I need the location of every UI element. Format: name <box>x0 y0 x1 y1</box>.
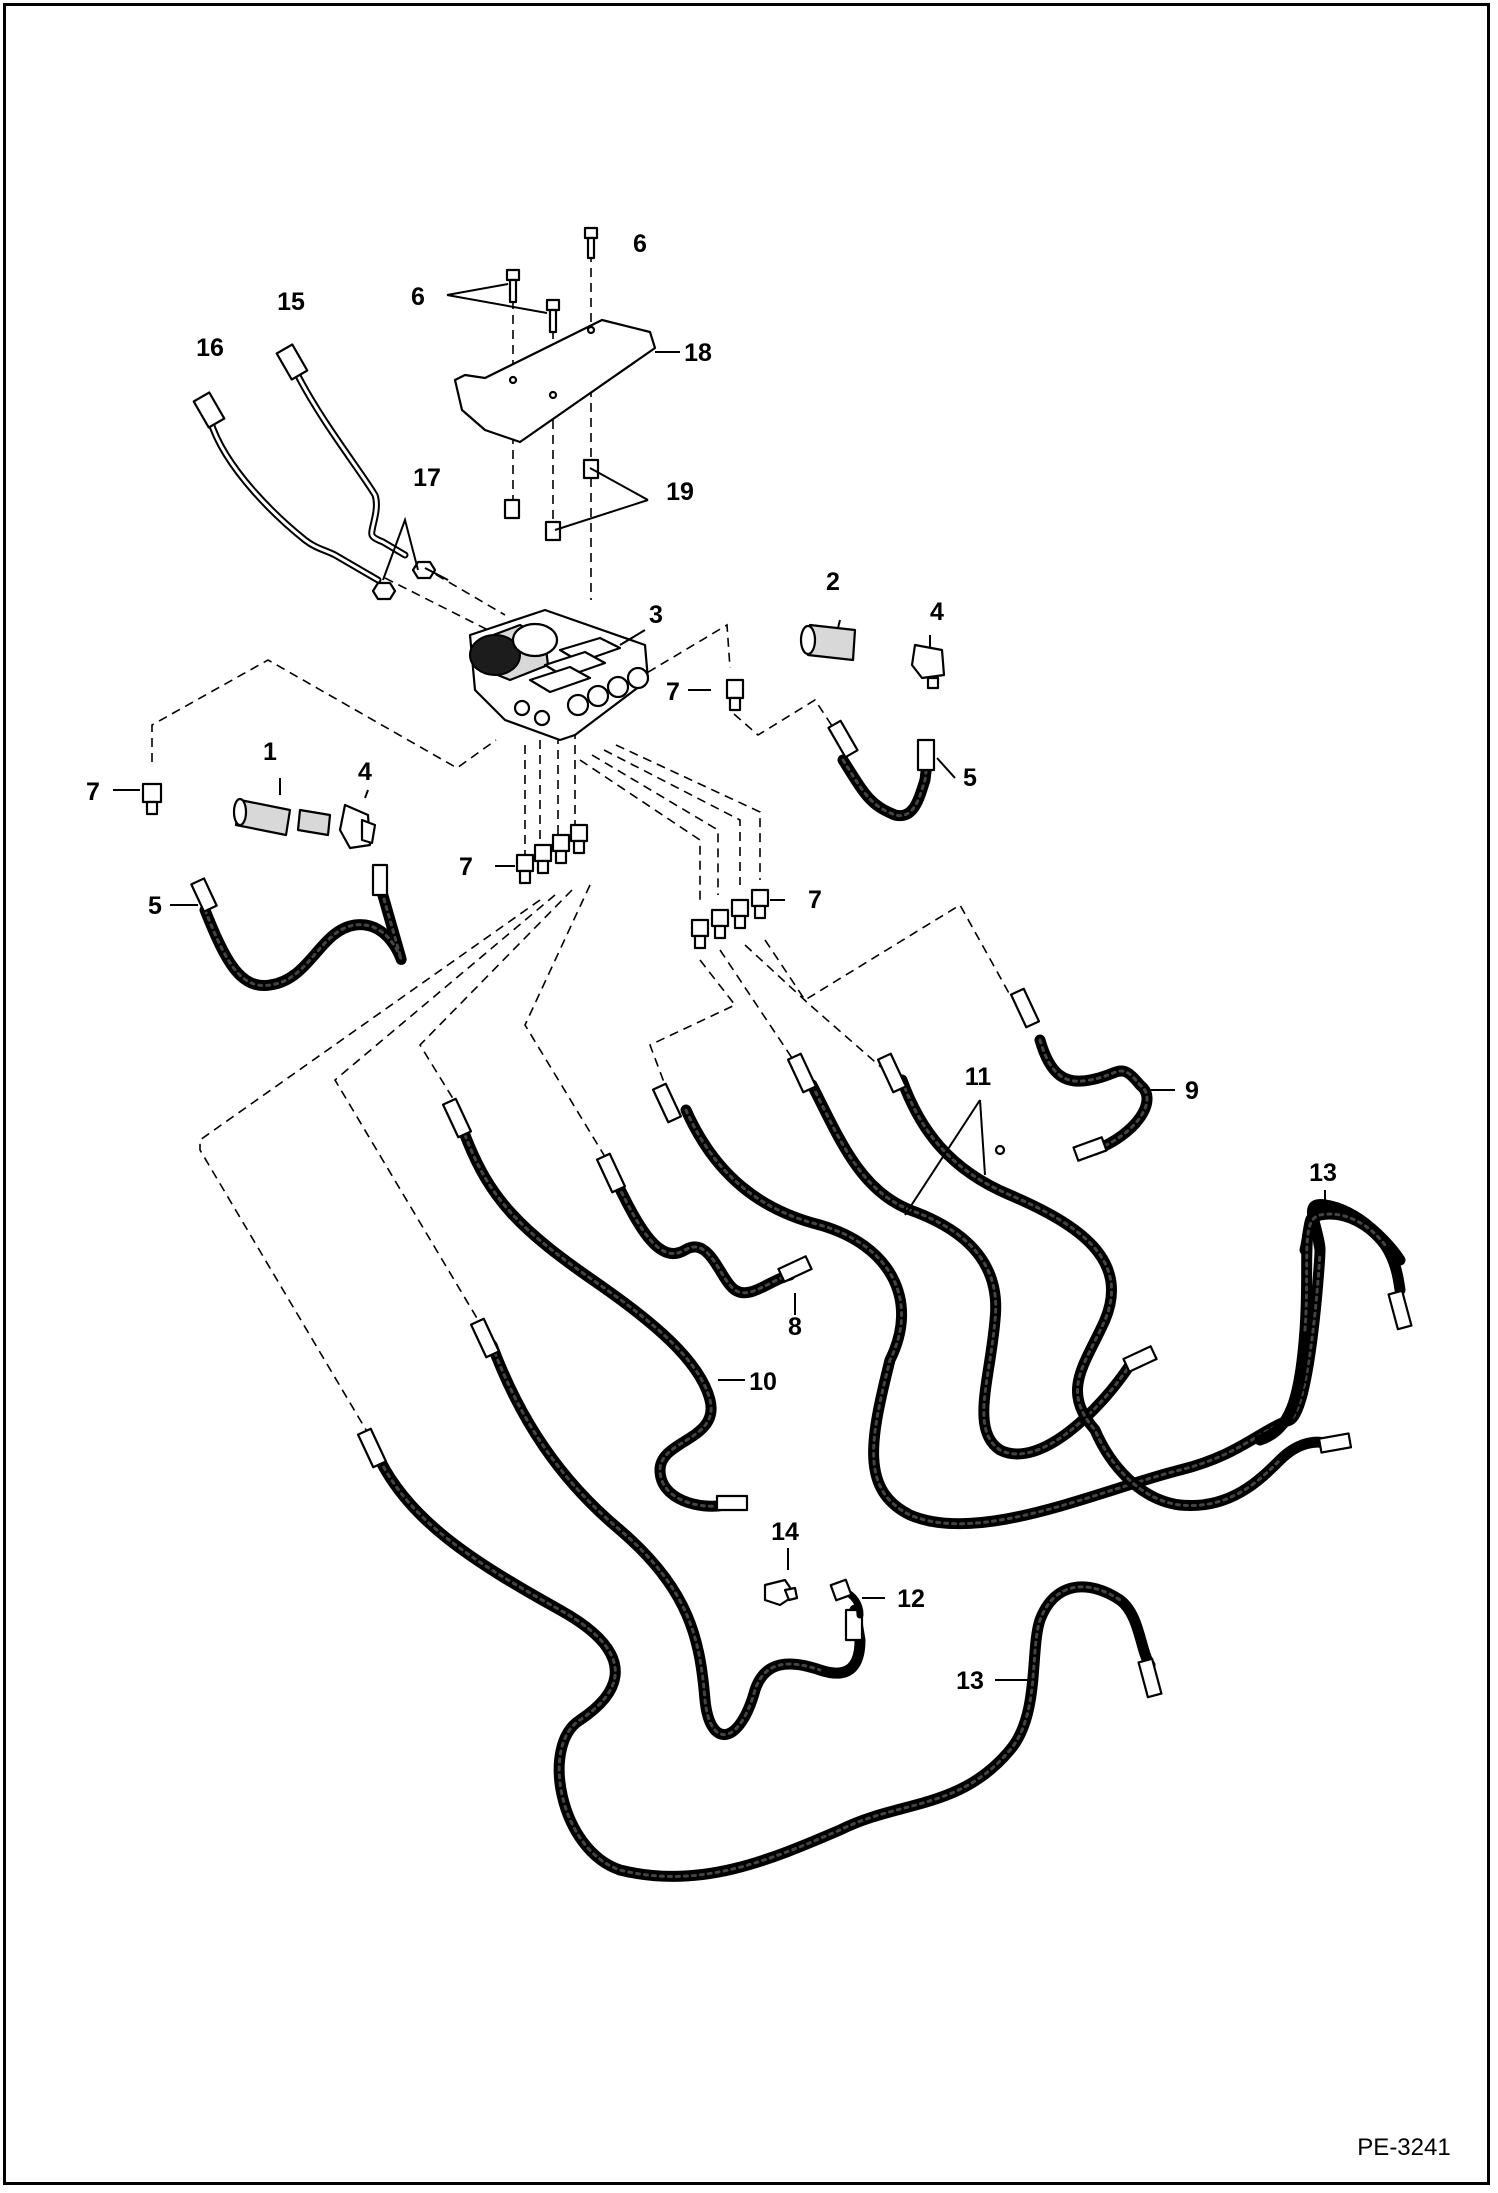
callout-1: 1 <box>263 738 277 766</box>
callout-11: 11 <box>965 1063 992 1091</box>
callout-13-bottom: 13 <box>956 1667 984 1695</box>
callout-10: 10 <box>749 1368 777 1396</box>
callout-8: 8 <box>788 1313 802 1341</box>
callout-17: 17 <box>413 464 441 492</box>
hose-assemblies <box>199 749 1406 1882</box>
drawing-border <box>3 3 1490 2185</box>
callout-5-right: 5 <box>963 764 977 792</box>
callout-7-lower-left: 7 <box>459 853 473 881</box>
callout-13-right: 13 <box>1309 1159 1337 1187</box>
assembly-dash-lines <box>151 253 1011 1446</box>
callout-7-left: 7 <box>86 778 100 806</box>
drawing-code: PE-3241 <box>1357 2134 1450 2161</box>
callout-6-pair: 6 <box>411 283 425 311</box>
callout-19: 19 <box>666 478 694 506</box>
callout-labels: 1 2 3 4 4 5 5 6 6 7 7 7 7 8 9 10 11 12 1… <box>86 230 1451 2161</box>
steel-tubes <box>192 343 409 584</box>
callout-3: 3 <box>649 601 663 629</box>
callout-4-right: 4 <box>930 598 944 626</box>
callout-9: 9 <box>1185 1077 1199 1105</box>
callout-12: 12 <box>897 1585 925 1613</box>
callout-16: 16 <box>196 334 224 362</box>
callout-leaders <box>113 283 1326 1681</box>
callout-6-top: 6 <box>633 230 647 258</box>
callout-7-right-upper: 7 <box>666 678 680 706</box>
elbow-and-tube-12-14 <box>763 1578 864 1619</box>
callout-4-left: 4 <box>358 758 372 786</box>
callout-18: 18 <box>684 339 712 367</box>
callout-7-lower-right: 7 <box>808 886 822 914</box>
hose-end-fittings <box>190 719 1413 1699</box>
callout-2: 2 <box>826 568 840 596</box>
mounting-hardware <box>371 226 657 601</box>
callout-15: 15 <box>277 288 305 316</box>
callout-5-left: 5 <box>148 892 162 920</box>
couplers-and-elbows <box>232 623 946 850</box>
adapter-fittings <box>141 678 770 950</box>
callout-14: 14 <box>771 1518 799 1546</box>
control-valve <box>468 608 650 742</box>
